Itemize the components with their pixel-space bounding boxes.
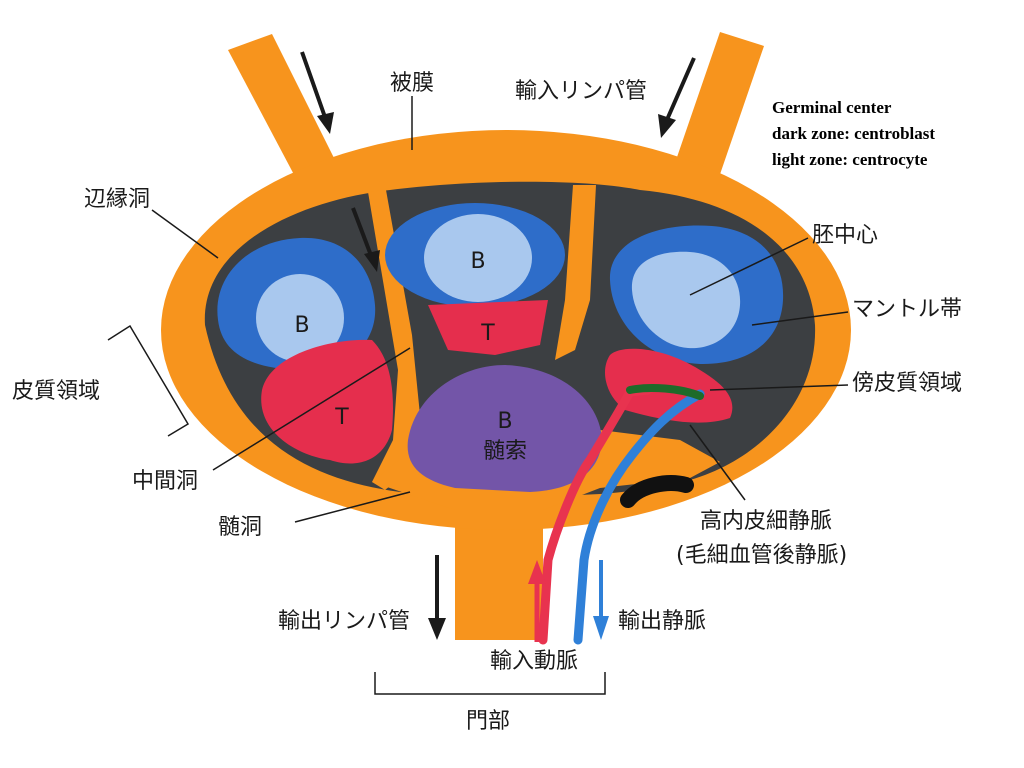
afferent-vessel-right [676,32,764,186]
label-subcapsular-sinus: 辺縁洞 [84,187,150,212]
label-intermediate-sinus: 中間洞 [132,469,198,494]
leader-subcapsular [151,209,219,259]
high-endothelial-venule [626,384,704,400]
label-cortex-region: 皮質領域 [12,379,100,404]
label-paracortex: 傍皮質領域 [852,371,962,396]
label-medullary-sinus: 髄洞 [218,515,262,540]
label-b-medulla: B [497,409,512,434]
annotation-line-2: dark zone: centroblast [772,124,935,143]
label-medullary-cord: 髄索 [483,439,527,464]
label-t-left: T [334,405,349,430]
label-efferent-lymph: 輸出リンパ管 [278,609,410,634]
leader-paracortex [709,384,849,391]
efferent-flow-arrow [428,555,446,640]
vein-flow-arrow [593,560,609,640]
label-capsule: 被膜 [390,71,434,96]
afferent-flow-arrow-right [658,57,696,138]
efferent-vein [573,389,705,645]
label-afferent-artery: 輸入動脈 [490,649,578,674]
leader-medullary-sinus [294,491,411,523]
germinal-center-right [631,251,741,349]
cortex-bracket [107,324,190,437]
leader-germinal [689,237,809,296]
leader-intermediate [212,347,411,471]
label-germinal-center: 胚中心 [812,223,878,248]
afferent-flow-arrow-left [300,51,334,134]
germinal-center-center [424,214,532,302]
label-efferent-vein: 輸出静脈 [618,609,706,634]
artery-flow-arrow [528,560,546,642]
label-mantle-zone: マントル帯 [852,297,962,322]
t-zone-center [428,300,548,355]
medullary-vessel-dark [620,475,694,508]
label-hev-note: (毛細血管後静脈) [676,543,847,568]
afferent-vessel-left [228,34,335,186]
annotation-line-1: Germinal center [772,98,892,117]
intermediate-sinus-right [555,185,596,360]
label-hilum: 門部 [466,709,510,734]
leader-mantle [751,311,849,326]
hilum-bracket [374,672,606,695]
afferent-artery [538,385,653,645]
intermediate-sinus-left [368,190,420,490]
label-b-center: B [470,249,485,274]
t-zone-left [261,339,393,464]
sinus-flow-arrow [351,207,380,272]
label-afferent-lymph: 輸入リンパ管 [515,79,647,104]
medullary-cord [407,365,602,492]
germinal-center-left [256,274,344,362]
leader-hev [689,424,746,501]
label-t-center: T [480,321,495,346]
label-b-left: B [294,313,309,338]
annotation-line-3: light zone: centrocyte [772,150,928,169]
label-hev: 高内皮細静脈 [700,509,832,534]
